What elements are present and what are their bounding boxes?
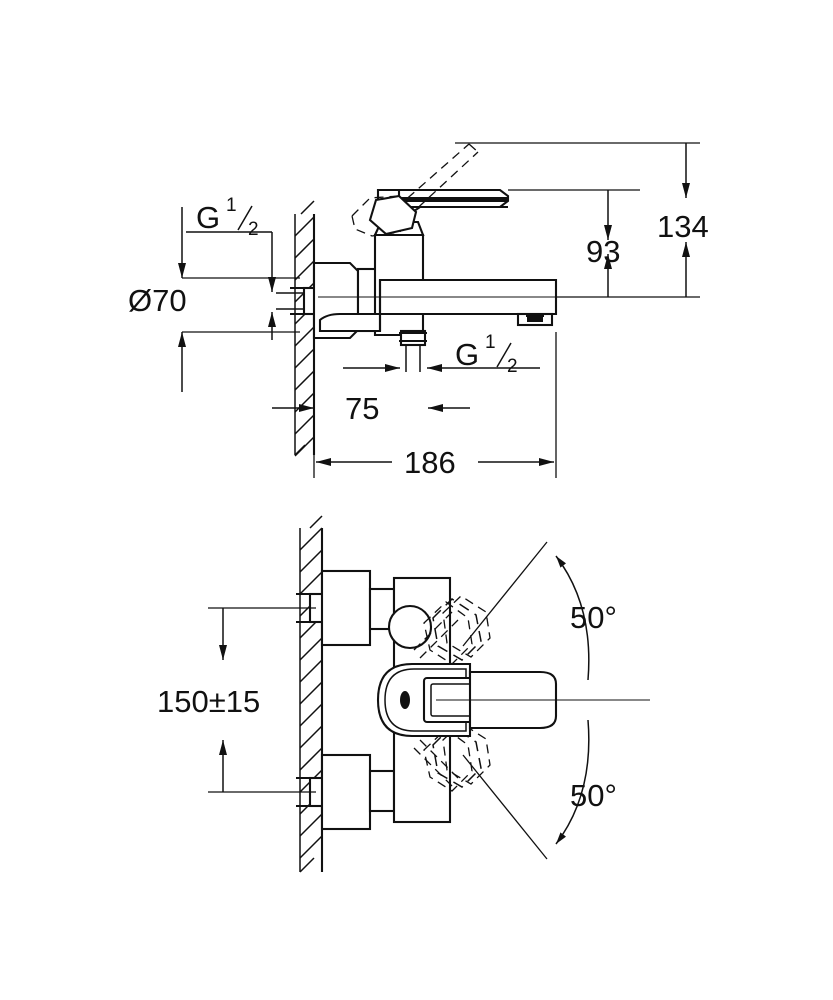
side-elevation-view: G 1 2 Ø70 75 G 1 2	[128, 142, 709, 480]
thread-callout-lower-numerator: 1	[485, 332, 496, 353]
dimension-spout-height-93: 93	[508, 189, 640, 297]
angle-upper-50-label: 50°	[570, 600, 617, 635]
diameter-70-label: Ø70	[128, 283, 187, 318]
dimension-projection-186: 186	[313, 332, 557, 480]
angle-lower-50-label: 50°	[570, 778, 617, 813]
dimension-outlet-thread-lower: G 1 2	[343, 332, 540, 377]
dimension-lever-height-134: 134	[455, 142, 709, 298]
dimension-inlet-thread-upper: G 1 2	[178, 195, 300, 392]
thread-callout-upper-g: G	[196, 200, 220, 235]
dimension-outlet-offset-75: 75	[272, 391, 470, 426]
thread-callout-upper-denominator: 2	[248, 219, 259, 240]
dimension-150-label: 150±15	[157, 684, 260, 719]
lower-inlet-assembly	[296, 753, 396, 831]
thread-callout-upper-numerator: 1	[226, 195, 237, 216]
lever-handle-open-ghost	[351, 143, 479, 237]
dimension-angle-upper-50: 50°	[462, 541, 617, 681]
dimension-75-label: 75	[345, 391, 379, 426]
dimension-inlet-centres-150: 150±15	[157, 607, 316, 793]
front-elevation-view: 150±15 50° 50°	[157, 515, 650, 873]
thread-callout-lower-g: G	[455, 337, 479, 372]
thread-callout-lower-denominator: 2	[507, 356, 518, 377]
dimension-angle-lower-50: 50°	[462, 719, 617, 860]
dimension-134-label: 134	[657, 209, 709, 244]
dimension-93-label: 93	[586, 234, 620, 269]
dimension-186-label: 186	[404, 445, 456, 480]
dimension-inlet-diameter-70: Ø70	[128, 283, 187, 318]
upper-inlet-assembly	[296, 569, 396, 647]
